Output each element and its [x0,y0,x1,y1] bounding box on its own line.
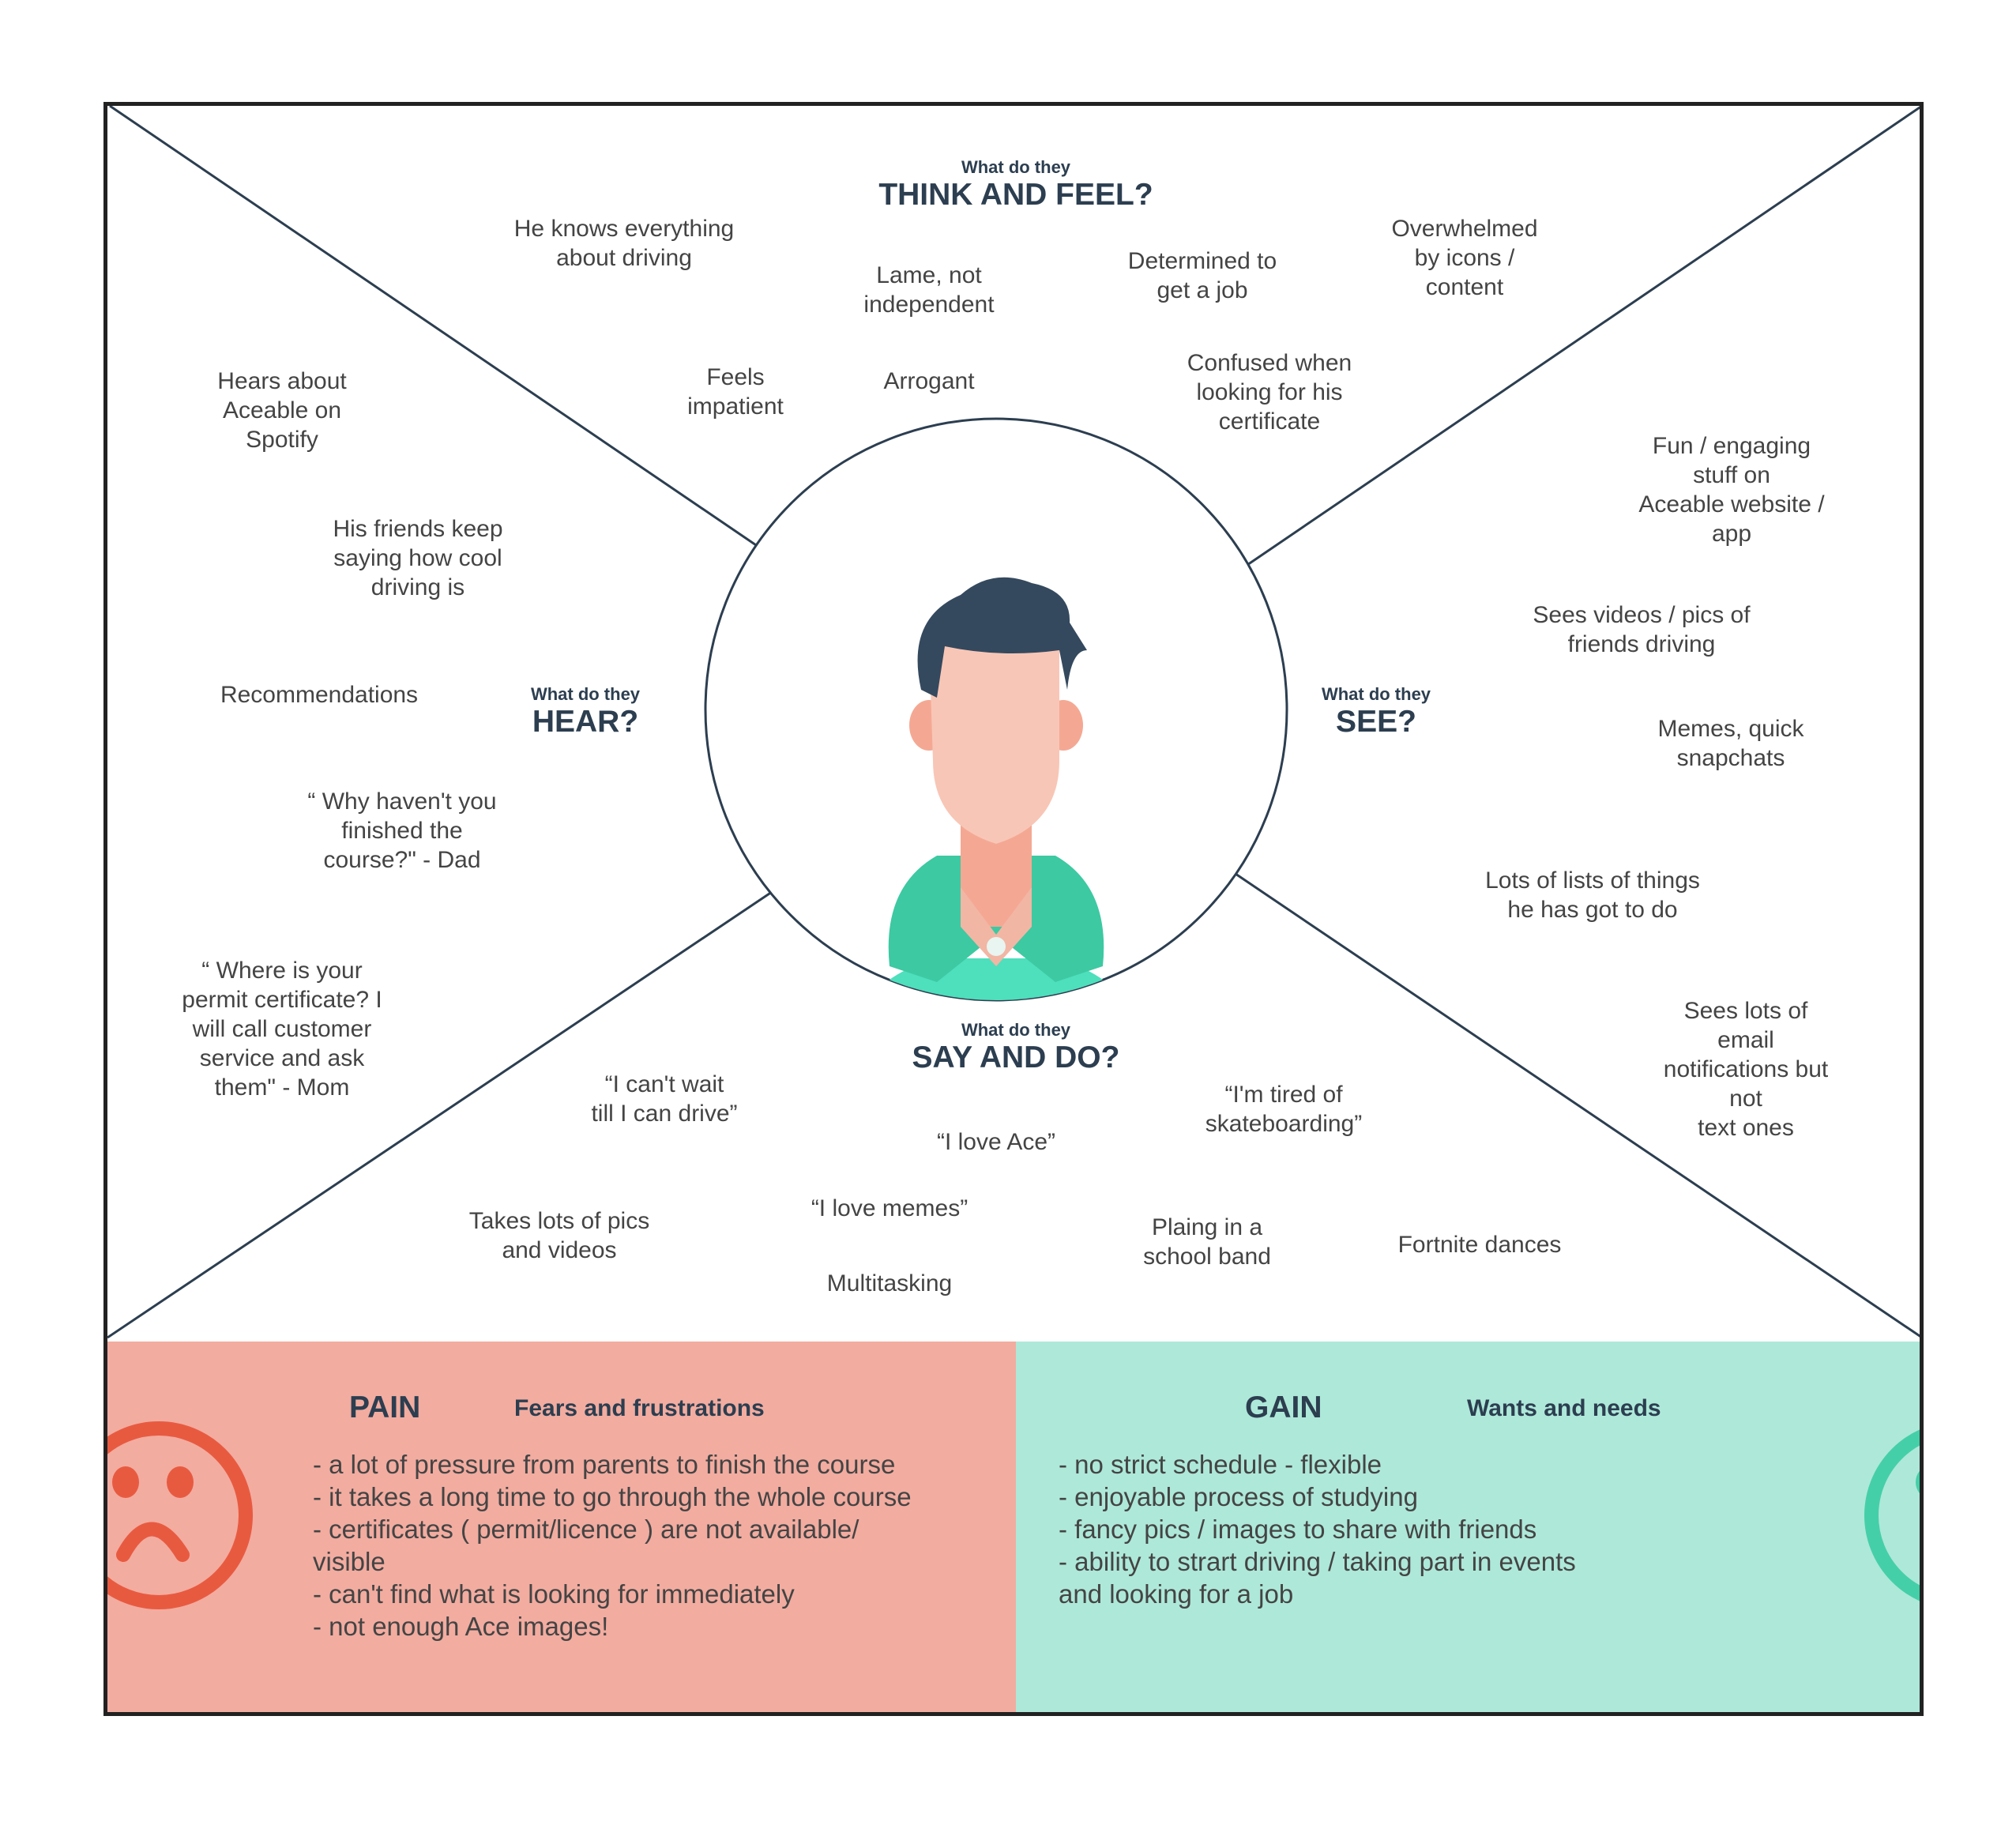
hear-note: Recommendations [220,682,419,708]
gain-item: - fancy pics / images to share with frie… [1059,1515,1537,1544]
pain-item: - it takes a long time to go through the… [313,1482,912,1511]
gain-panel: GAIN Wants and needs - no strict schedul… [1016,1342,1920,1712]
hear-prefix: What do they [530,684,641,704]
gain-title: GAIN [1245,1391,1322,1424]
say-note: Plaing in a school band [1143,1214,1271,1270]
gain-subtitle: Wants and needs [1467,1395,1661,1421]
pain-title: PAIN [349,1391,421,1424]
sad-face-icon [107,1421,253,1609]
think-note: Lame, not independent [863,262,995,318]
pain-panel: PAIN Fears and frustrations - a lot of p… [107,1342,1016,1712]
say-note: “I love memes” [811,1195,969,1221]
say-do-heading: What do they SAY AND DO? [912,1020,1120,1075]
think-note: He knows everything about driving [513,216,735,271]
divider-top-right [1244,106,1920,568]
hear-heading: What do they HEAR? [531,684,640,739]
pain-list: - a lot of pressure from parents to fini… [313,1448,912,1643]
hear-note: “ Where is your permit certificate? I wi… [182,958,382,1101]
say-do-title: SAY AND DO? [912,1041,1120,1074]
pain-item: - a lot of pressure from parents to fini… [313,1450,896,1479]
quadrant-dividers [107,106,1920,1339]
see-note: Memes, quick snapchats [1657,716,1804,771]
see-note: Sees videos / pics of friends driving [1533,602,1751,657]
see-title: SEE? [1336,705,1416,739]
persona-avatar [704,417,1288,1002]
say-note: Takes lots of pics and videos [468,1208,650,1263]
divider-top-left [109,106,759,548]
hear-title: HEAR? [532,705,639,739]
say-note: Multitasking [826,1270,953,1296]
gain-item: - no strict schedule - flexible [1059,1450,1382,1479]
think-note: Determined to get a job [1127,248,1277,303]
hear-note: His friends keep saying how cool driving… [333,516,503,600]
empathy-map: What do they THINK AND FEEL? He knows ev… [103,102,1924,1716]
think-feel-prefix: What do they [961,157,1071,177]
say-note: Fortnite dances [1397,1232,1562,1258]
hear-note: “ Why haven't you finished the course?" … [307,788,497,873]
happy-face-icon [1864,1429,1920,1601]
pain-item: - not enough Ace images! [313,1612,609,1641]
think-note: Overwhelmed by icons / content [1391,216,1538,300]
pain-subtitle: Fears and frustrations [514,1395,765,1421]
think-note: Feels impatient [687,364,784,420]
say-note: “I love Ace” [936,1129,1056,1155]
divider-bottom-right [1235,872,1920,1338]
divider-bottom-left [107,889,775,1339]
see-heading: What do they SEE? [1322,684,1431,739]
see-prefix: What do they [1321,684,1431,704]
say-do-prefix: What do they [961,1020,1071,1040]
see-note: Lots of lists of things he has got to do [1485,867,1700,923]
gain-item: - enjoyable process of studying [1059,1482,1418,1511]
hear-note: Hears about Aceable on Spotify [217,368,347,453]
think-note: Confused when looking for his certificat… [1187,350,1352,435]
pain-item: - can't find what is looking for immedia… [313,1579,795,1609]
gain-list: - no strict schedule - flexible - enjoya… [1059,1448,1576,1610]
think-note: Arrogant [883,368,975,394]
see-note: Sees lots of email notifications but not… [1663,998,1829,1141]
think-feel-heading: What do they THINK AND FEEL? [878,157,1153,213]
gain-item: - ability to strart driving / taking par… [1059,1547,1576,1609]
say-note: “I'm tired of skateboarding” [1205,1082,1363,1137]
see-note: Fun / engaging stuff on Aceable website … [1638,433,1825,547]
pain-item: - certificates ( permit/licence ) are no… [313,1515,859,1576]
think-feel-title: THINK AND FEEL? [878,178,1153,212]
say-note: “I can't wait till I can drive” [591,1071,738,1127]
